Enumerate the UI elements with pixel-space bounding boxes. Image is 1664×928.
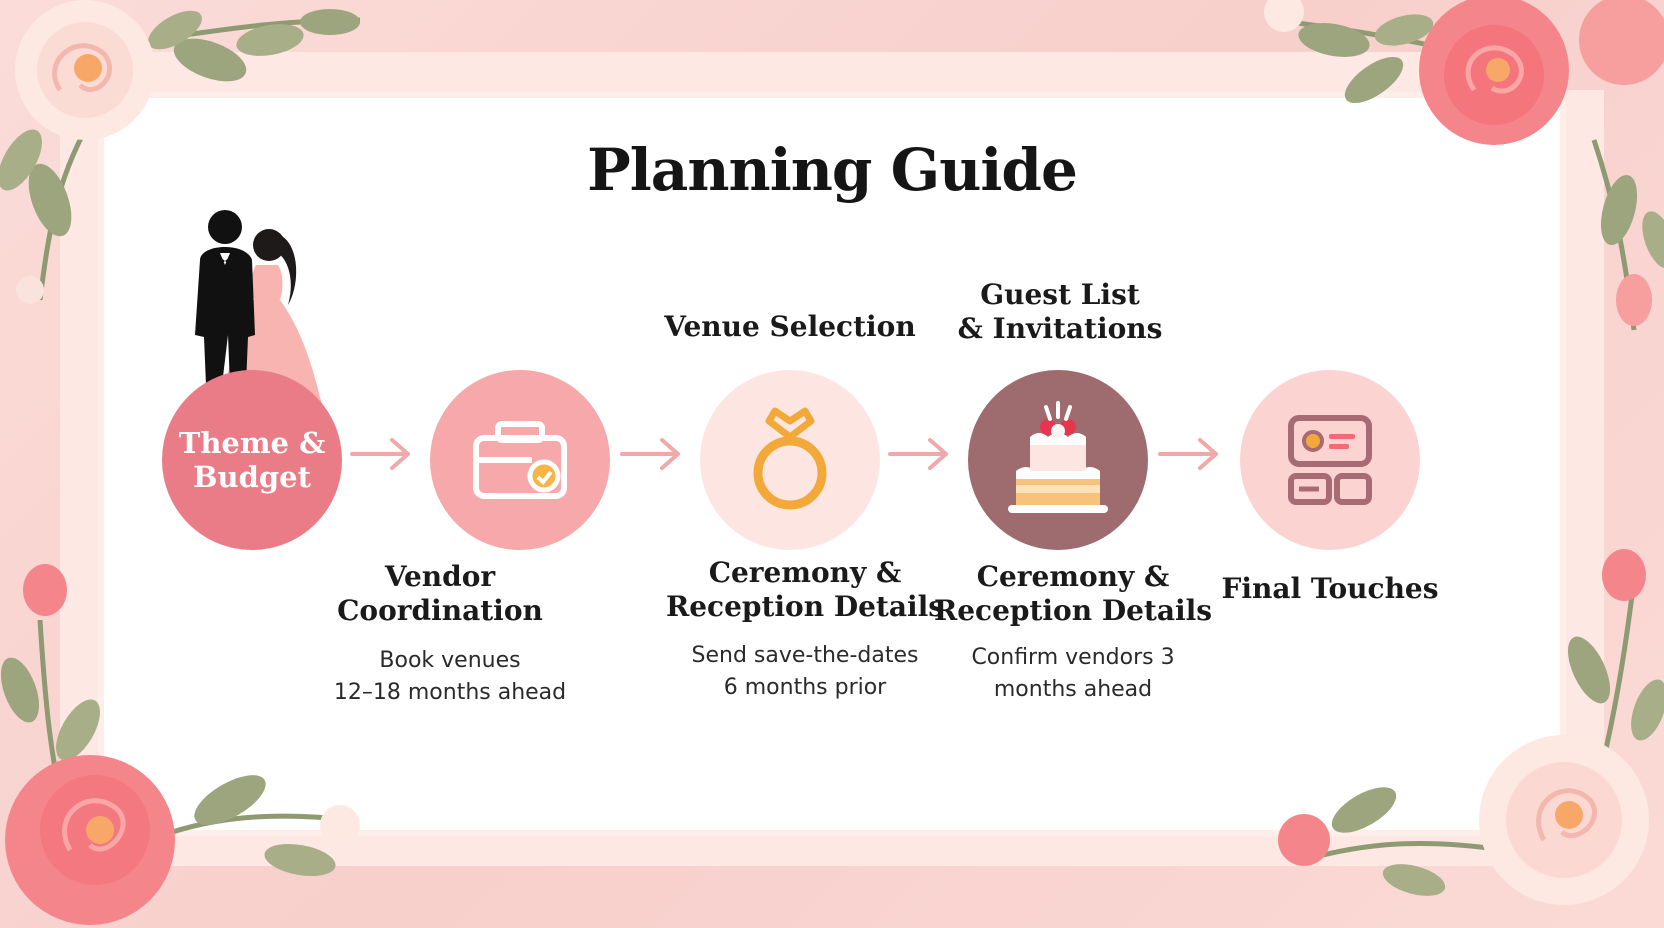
floral-corner-top-left-icon <box>0 0 361 304</box>
heading-final-touches: Final Touches <box>1221 572 1439 605</box>
step-final <box>1240 370 1436 562</box>
step-theme-budget: Theme & Budget <box>162 370 358 562</box>
heading-ceremony-2: Ceremony & Reception Details <box>933 560 1213 627</box>
step-theme-budget-label: Theme & Budget <box>178 426 326 494</box>
floral-corner-top-right-icon <box>1264 0 1664 331</box>
arrow-1-icon <box>350 438 410 470</box>
heading-vendor-coordination: Vendor Coordination <box>337 560 543 627</box>
arrow-3-icon <box>888 438 948 470</box>
scallop-border-top <box>120 52 1544 92</box>
arrow-2-icon <box>620 438 680 470</box>
heading-ceremony-1: Ceremony & Reception Details <box>665 556 945 623</box>
step-vendor <box>430 370 626 562</box>
floral-corner-bottom-left-icon <box>0 564 360 925</box>
body-ceremony-2: Confirm vendors 3 months ahead <box>971 645 1175 702</box>
label-venue-selection: Venue Selection <box>664 310 916 343</box>
step-venue <box>700 370 896 562</box>
label-guest-list: Guest List & Invitations <box>957 278 1163 345</box>
ring-icon <box>753 407 827 510</box>
floral-corner-bottom-right-icon <box>1278 549 1664 905</box>
step-guest <box>968 370 1164 562</box>
body-vendor-coordination: Book venues 12–18 months ahead <box>333 648 567 705</box>
wallet-icon <box>473 421 567 499</box>
arrow-4-icon <box>1158 438 1218 470</box>
cake-icon <box>1008 401 1108 513</box>
page-title: Planning Guide <box>587 136 1078 204</box>
body-ceremony-1: Send save-the-dates 6 months prior <box>691 643 919 700</box>
card-icon <box>1288 415 1372 505</box>
